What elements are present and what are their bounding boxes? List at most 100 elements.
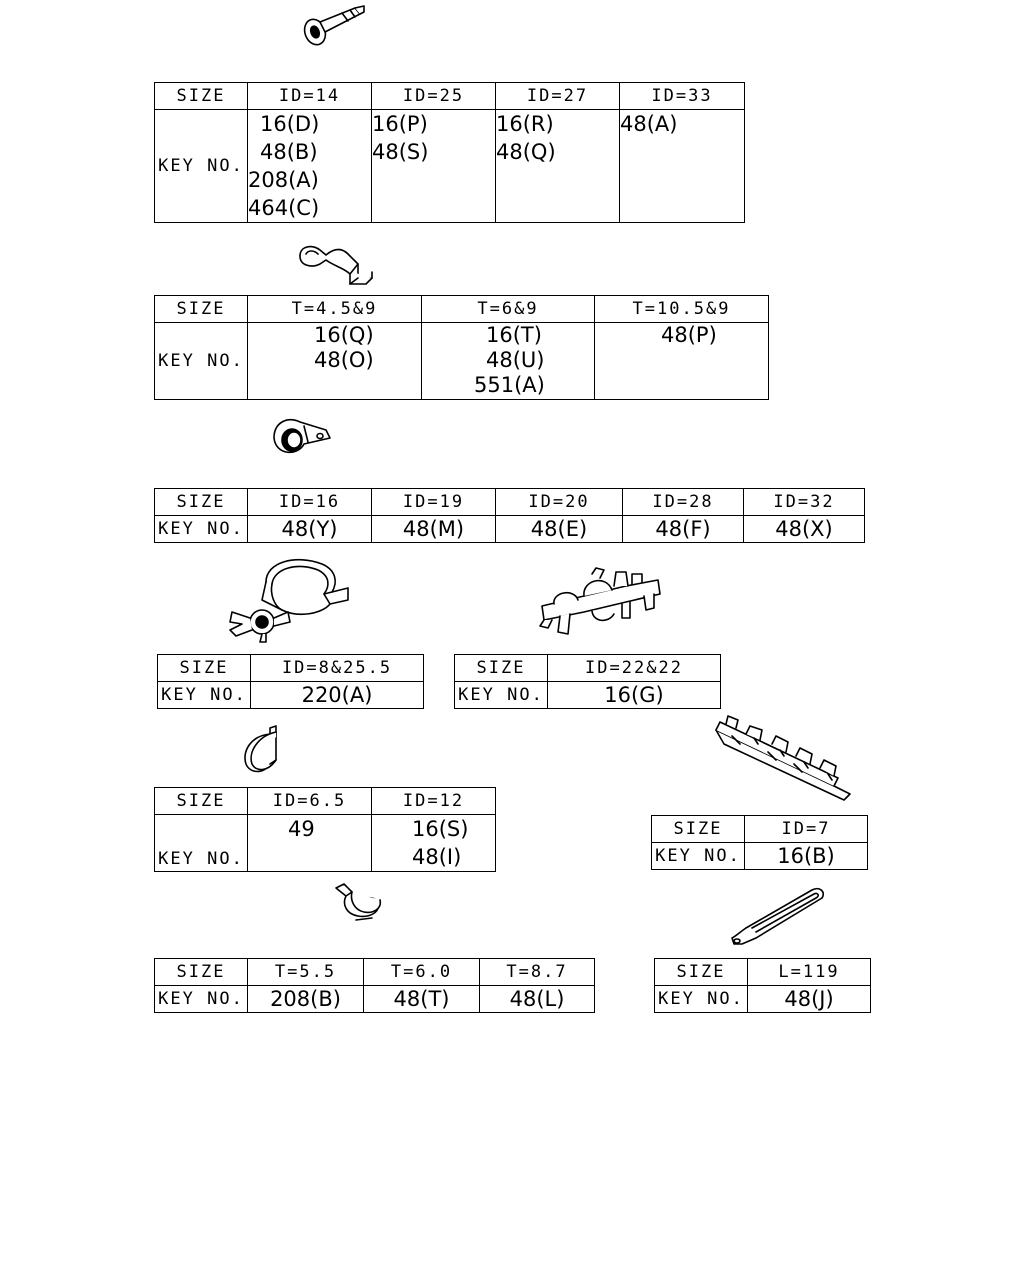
key-cell: 16(R) 48(Q) xyxy=(495,109,620,223)
key-number: 16(T) xyxy=(486,323,542,348)
key-cell: 48(X) xyxy=(743,515,865,543)
key-number: 48(U) xyxy=(486,348,545,372)
key-number: 16(D) xyxy=(260,112,320,136)
size-cell: ID=28 xyxy=(622,488,744,516)
size-cell: ID=32 xyxy=(743,488,865,516)
key-number: 16(S) xyxy=(412,817,469,841)
size-cell: T=4.5&9 xyxy=(247,295,422,323)
size-cell: L=119 xyxy=(747,958,871,986)
key-cell: 48(A) xyxy=(619,109,745,223)
key-cell: 16(P) 48(S) xyxy=(371,109,496,223)
p-clip-icon xyxy=(240,724,282,776)
key-number: 16(R) xyxy=(496,112,554,136)
key-number: 48(E) xyxy=(530,517,588,541)
size-cell: ID=8&25.5 xyxy=(250,654,424,682)
key-number: 48(A) xyxy=(620,112,678,136)
spec-table-strap-band: SIZE L=119 KEY NO. 48(J) xyxy=(654,958,871,1013)
key-number: 208(A) xyxy=(248,168,319,192)
size-cell: ID=27 xyxy=(495,82,620,110)
key-cell: 48(Y) xyxy=(247,515,372,543)
key-cell: 48(F) xyxy=(622,515,744,543)
size-label: SIZE xyxy=(154,787,248,815)
eye-clip-icon xyxy=(300,2,370,50)
key-cell: 16(S) 48(I) xyxy=(371,814,496,872)
key-cell: 16(D) 48(B) 208(A) 464(C) xyxy=(247,109,372,223)
key-number: 16(B) xyxy=(777,844,835,868)
spec-table-double-clip: SIZE ID=22&22 KEY NO. 16(G) xyxy=(454,654,721,709)
size-cell: T=8.7 xyxy=(479,958,595,986)
size-cell: ID=33 xyxy=(619,82,745,110)
key-no-label: KEY NO. xyxy=(654,985,748,1013)
size-cell: T=6&9 xyxy=(421,295,595,323)
spec-table-flat-bracket-clip: SIZE T=4.5&9 T=6&9 T=10.5&9 KEY NO. 16(Q… xyxy=(154,295,769,400)
key-cell: 48(M) xyxy=(371,515,496,543)
key-cell: 48(P) xyxy=(594,322,769,400)
size-cell: T=10.5&9 xyxy=(594,295,769,323)
size-cell: T=5.5 xyxy=(247,958,364,986)
key-number: 48(F) xyxy=(655,517,711,541)
size-cell: ID=16 xyxy=(247,488,372,516)
key-number: 551(A) xyxy=(474,373,545,397)
size-cell: ID=20 xyxy=(495,488,623,516)
flat-bracket-clip-icon xyxy=(296,238,380,288)
key-number: 48(P) xyxy=(661,323,717,348)
band-clamp-icon xyxy=(226,552,352,644)
size-cell: ID=12 xyxy=(371,787,496,815)
spec-table-spring-clip: SIZE T=5.5 T=6.0 T=8.7 KEY NO. 208(B) 48… xyxy=(154,958,595,1013)
key-cell: 48(J) xyxy=(747,985,871,1013)
size-label: SIZE xyxy=(157,654,251,682)
size-cell: ID=6.5 xyxy=(247,787,372,815)
key-number: 48(M) xyxy=(402,517,465,541)
key-cell: 48(T) xyxy=(363,985,480,1013)
multi-holder-rail-icon xyxy=(712,714,854,804)
key-cell: 49 xyxy=(247,814,372,872)
key-number: 48(L) xyxy=(509,987,565,1011)
key-number: 48(Q) xyxy=(496,140,556,164)
key-number: 16(Q) xyxy=(314,323,374,348)
key-no-label: KEY NO. xyxy=(651,842,745,870)
key-number: 220(A) xyxy=(301,683,373,707)
spec-table-band-clamp: SIZE ID=8&25.5 KEY NO. 220(A) xyxy=(157,654,424,709)
key-number: 48(X) xyxy=(775,517,833,541)
size-label: SIZE xyxy=(654,958,748,986)
key-cell: 16(Q) 48(O) xyxy=(247,322,422,400)
size-label: SIZE xyxy=(154,295,248,323)
size-cell: ID=25 xyxy=(371,82,496,110)
cushion-clamp-icon xyxy=(268,412,334,460)
key-number: 48(B) xyxy=(260,140,318,164)
key-number: 48(S) xyxy=(372,140,429,164)
key-number: 48(J) xyxy=(784,987,834,1011)
spec-table-eye-clip: SIZE ID=14 ID=25 ID=27 ID=33 KEY NO. 16(… xyxy=(154,82,745,223)
key-no-label: KEY NO. xyxy=(154,109,248,223)
key-cell: 48(E) xyxy=(495,515,623,543)
size-label: SIZE xyxy=(154,488,248,516)
strap-band-icon xyxy=(726,886,830,948)
size-label: SIZE xyxy=(154,82,248,110)
size-label: SIZE xyxy=(454,654,548,682)
size-cell: ID=7 xyxy=(744,815,868,843)
size-label: SIZE xyxy=(154,958,248,986)
key-number: 208(B) xyxy=(270,987,341,1011)
size-cell: T=6.0 xyxy=(363,958,480,986)
size-label: SIZE xyxy=(651,815,745,843)
key-number: 48(I) xyxy=(412,845,462,869)
key-number: 48(T) xyxy=(393,987,450,1011)
key-cell: 220(A) xyxy=(250,681,424,709)
double-clip-icon xyxy=(534,566,664,640)
key-number: 49 xyxy=(288,817,315,841)
spec-table-p-clip: SIZE ID=6.5 ID=12 KEY NO. 49 16(S) 48(I) xyxy=(154,787,496,872)
key-no-label: KEY NO. xyxy=(154,814,248,872)
key-no-label: KEY NO. xyxy=(454,681,548,709)
key-number: 464(C) xyxy=(248,196,320,220)
spec-table-multi-holder-rail: SIZE ID=7 KEY NO. 16(B) xyxy=(651,815,868,870)
key-no-label: KEY NO. xyxy=(154,515,248,543)
size-cell: ID=22&22 xyxy=(547,654,721,682)
key-number: 16(P) xyxy=(372,112,428,136)
spring-clip-icon xyxy=(332,882,384,922)
key-number: 48(O) xyxy=(314,348,374,372)
spec-table-cushion-clamp: SIZE ID=16 ID=19 ID=20 ID=28 ID=32 KEY N… xyxy=(154,488,865,543)
key-cell: 208(B) xyxy=(247,985,364,1013)
key-no-label: KEY NO. xyxy=(154,985,248,1013)
size-cell: ID=14 xyxy=(247,82,372,110)
key-cell: 16(B) xyxy=(744,842,868,870)
